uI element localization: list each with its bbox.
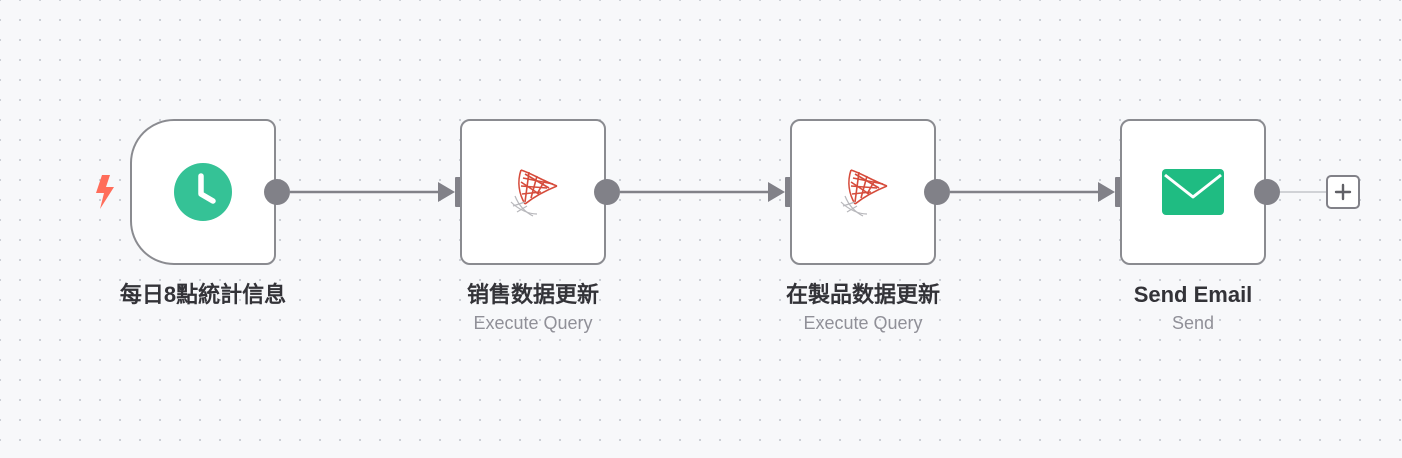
lightning-icon	[96, 175, 114, 209]
email-icon	[1162, 169, 1224, 215]
connection-1[interactable]	[290, 182, 455, 202]
connection-2[interactable]	[620, 182, 785, 202]
node-label: 每日8點統計信息	[73, 280, 333, 310]
node-send-email[interactable]	[1120, 119, 1266, 265]
node-subtitle: Execute Query	[473, 313, 593, 333]
node-sales-data-update[interactable]	[460, 119, 606, 265]
node-label: 在製品数据更新 Execute Query	[733, 280, 993, 336]
connection-3[interactable]	[950, 182, 1115, 202]
node-title: 销售数据更新	[466, 282, 599, 307]
node-title: 在製品数据更新	[785, 282, 940, 307]
node-label: Send Email Send	[1063, 280, 1323, 336]
node-subtitle: Execute Query	[803, 313, 923, 333]
node-title: Send Email	[1133, 282, 1253, 307]
node-schedule-trigger[interactable]	[130, 119, 276, 265]
node-wip-data-update[interactable]	[790, 119, 936, 265]
node-title: 每日8點統計信息	[119, 282, 287, 307]
output-port[interactable]	[594, 179, 620, 205]
sql-server-icon	[840, 169, 888, 217]
node-label: 销售数据更新 Execute Query	[403, 280, 663, 336]
add-node-button[interactable]	[1326, 175, 1360, 209]
output-port[interactable]	[924, 179, 950, 205]
plus-icon	[1334, 183, 1352, 201]
node-subtitle: Send	[1171, 313, 1215, 333]
sql-server-icon	[510, 169, 558, 217]
output-port[interactable]	[1254, 179, 1280, 205]
clock-icon	[174, 163, 232, 221]
output-port[interactable]	[264, 179, 290, 205]
